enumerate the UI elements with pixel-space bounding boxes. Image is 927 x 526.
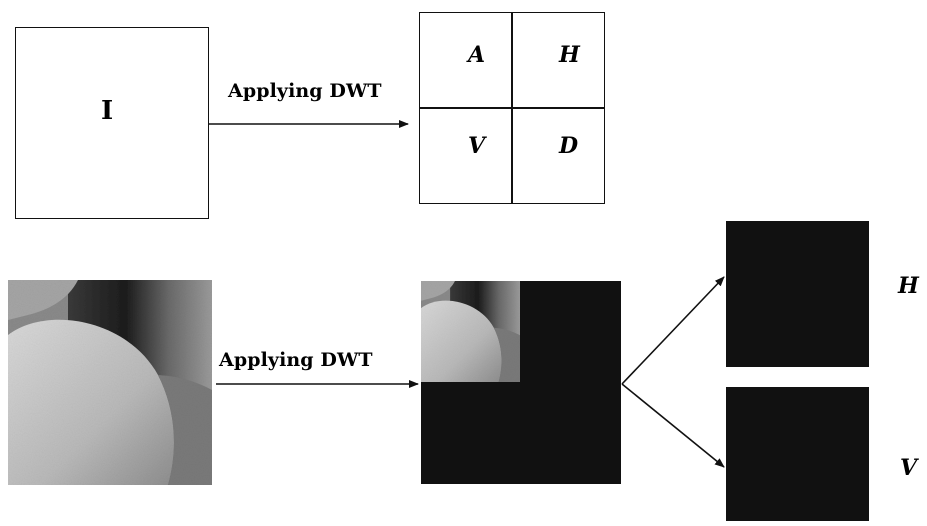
bottom-dwt-caption: Applying DWT: [219, 349, 373, 371]
subband-h-label: H: [559, 42, 580, 68]
to-vertical-arrow: [621, 383, 725, 468]
vertical-detail-label: V: [900, 455, 918, 481]
input-image-box: [15, 27, 209, 219]
approximation-subband-thumbnail: [421, 281, 520, 382]
subband-a-label: A: [468, 42, 486, 68]
horizontal-detail-label: H: [898, 273, 919, 299]
horizontal-detail-panel: [726, 221, 869, 367]
input-image-label: I: [101, 96, 114, 126]
vertical-detail-panel: [726, 387, 869, 521]
grid-horizontal-divider: [419, 107, 605, 109]
top-dwt-caption: Applying DWT: [228, 80, 382, 102]
to-horizontal-arrow: [621, 276, 725, 385]
source-photo: [8, 280, 212, 485]
subband-d-label: D: [559, 133, 579, 159]
subband-v-label: V: [468, 133, 486, 159]
